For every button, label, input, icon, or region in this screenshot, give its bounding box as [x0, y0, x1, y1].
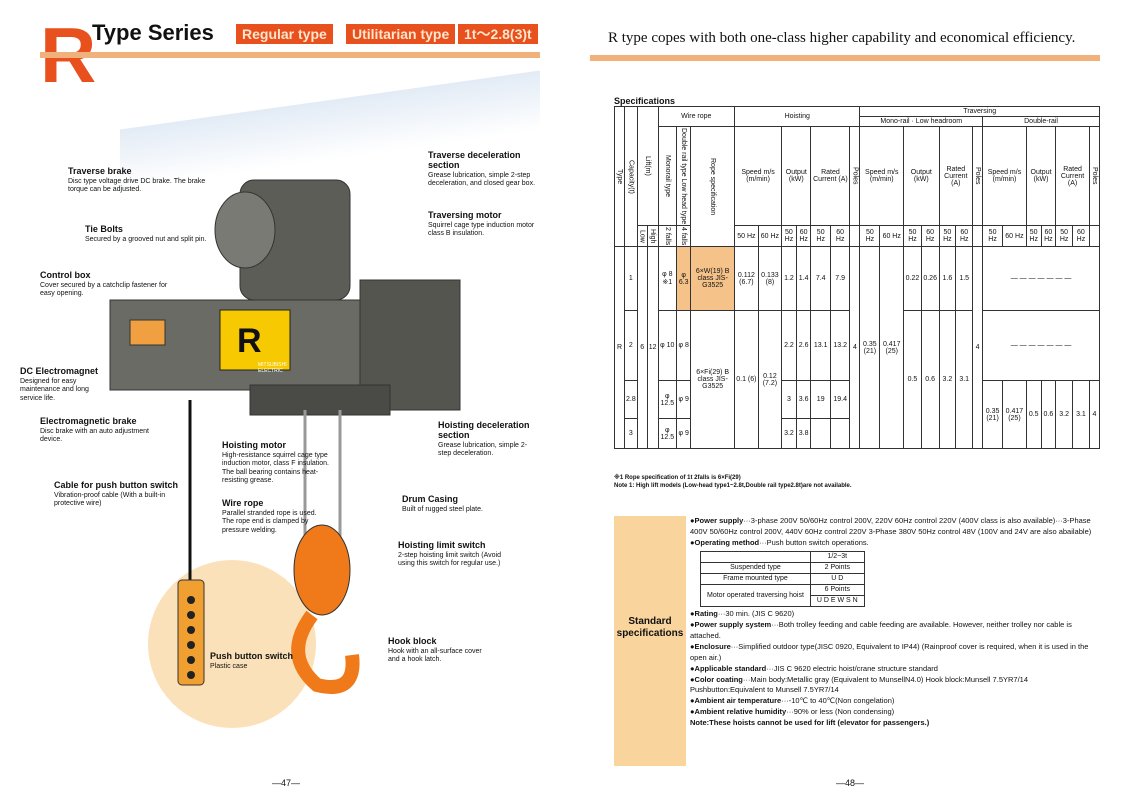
callout-electromagnetic-brake: Electromagnetic brake Disc brake with an… — [40, 416, 149, 444]
callout-control-box: Control box Cover secured by a catchclip… — [40, 270, 168, 298]
title-underline — [40, 52, 540, 58]
page-number-left: —47— — [272, 778, 301, 788]
callout-cable: Cable for push button switch Vibration-p… — [54, 480, 178, 508]
tag-utilitarian: Utilitarian type — [346, 24, 456, 44]
page-title: Type Series — [92, 20, 214, 45]
brand-label: MITSUBISHI ELECTRIC — [258, 362, 287, 374]
page-number-right: —48— — [836, 778, 865, 788]
callout-push-button: Push button switch Plastic case — [210, 651, 293, 670]
caution-label — [129, 319, 166, 346]
tag-regular: Regular type — [236, 24, 333, 44]
spec-notes: ※1 Rope specification of 1t 2falls is 6×… — [614, 475, 852, 490]
spec-title: Specifications — [614, 96, 676, 106]
spec-table: Type Capacity(t) Lift(m) Wire rope Hoist… — [614, 105, 1101, 450]
hoist-illustration — [109, 179, 461, 694]
spec-table-wrap: Specifications Type Capacity(t) Lift(m) … — [614, 96, 1101, 450]
callout-hoisting-motor: Hoisting motor High-resistance squirrel … — [222, 440, 329, 485]
callout-traverse-brake: Traverse brake Disc type voltage drive D… — [68, 166, 206, 194]
standard-spec-label: Standard specifications — [616, 616, 684, 639]
r-label-plate — [219, 309, 291, 371]
right-headline: R type copes with both one-class higher … — [608, 30, 1076, 46]
callout-tie-bolts: Tie Bolts Secured by a grooved nut and s… — [85, 224, 207, 243]
traverse-brake-cover — [214, 191, 276, 269]
callout-traverse-deceleration: Traverse deceleration section Grease lub… — [428, 150, 536, 188]
callout-hoisting-deceleration: Hoisting deceleration section Grease lub… — [438, 420, 530, 458]
callout-dc-electromagnet: DC Electromagnet Designed for easy maint… — [20, 366, 99, 402]
background-circle — [148, 560, 316, 728]
standard-spec-text: ●Power supply···3-phase 200V 50/60Hz con… — [690, 516, 1092, 728]
lower-frame — [249, 384, 391, 416]
product-label: R — [237, 322, 262, 360]
tag-capacity: 1t〜2.8(3)t — [458, 24, 538, 44]
hook — [291, 610, 360, 694]
headline-underline — [590, 55, 1100, 61]
standard-spec-box — [614, 516, 686, 766]
callout-limit-switch: Hoisting limit switch 2-step hoisting li… — [398, 540, 501, 568]
callout-drum-casing: Drum Casing Built of rugged steel plate. — [402, 494, 483, 513]
callout-wire-rope: Wire rope Parallel stranded rope is used… — [222, 498, 317, 534]
callout-traversing-motor: Traversing motor Squirrel cage type indu… — [428, 210, 535, 238]
callout-hook-block: Hook block Hook with an all-surface cove… — [388, 636, 482, 664]
hook-block — [293, 524, 351, 616]
